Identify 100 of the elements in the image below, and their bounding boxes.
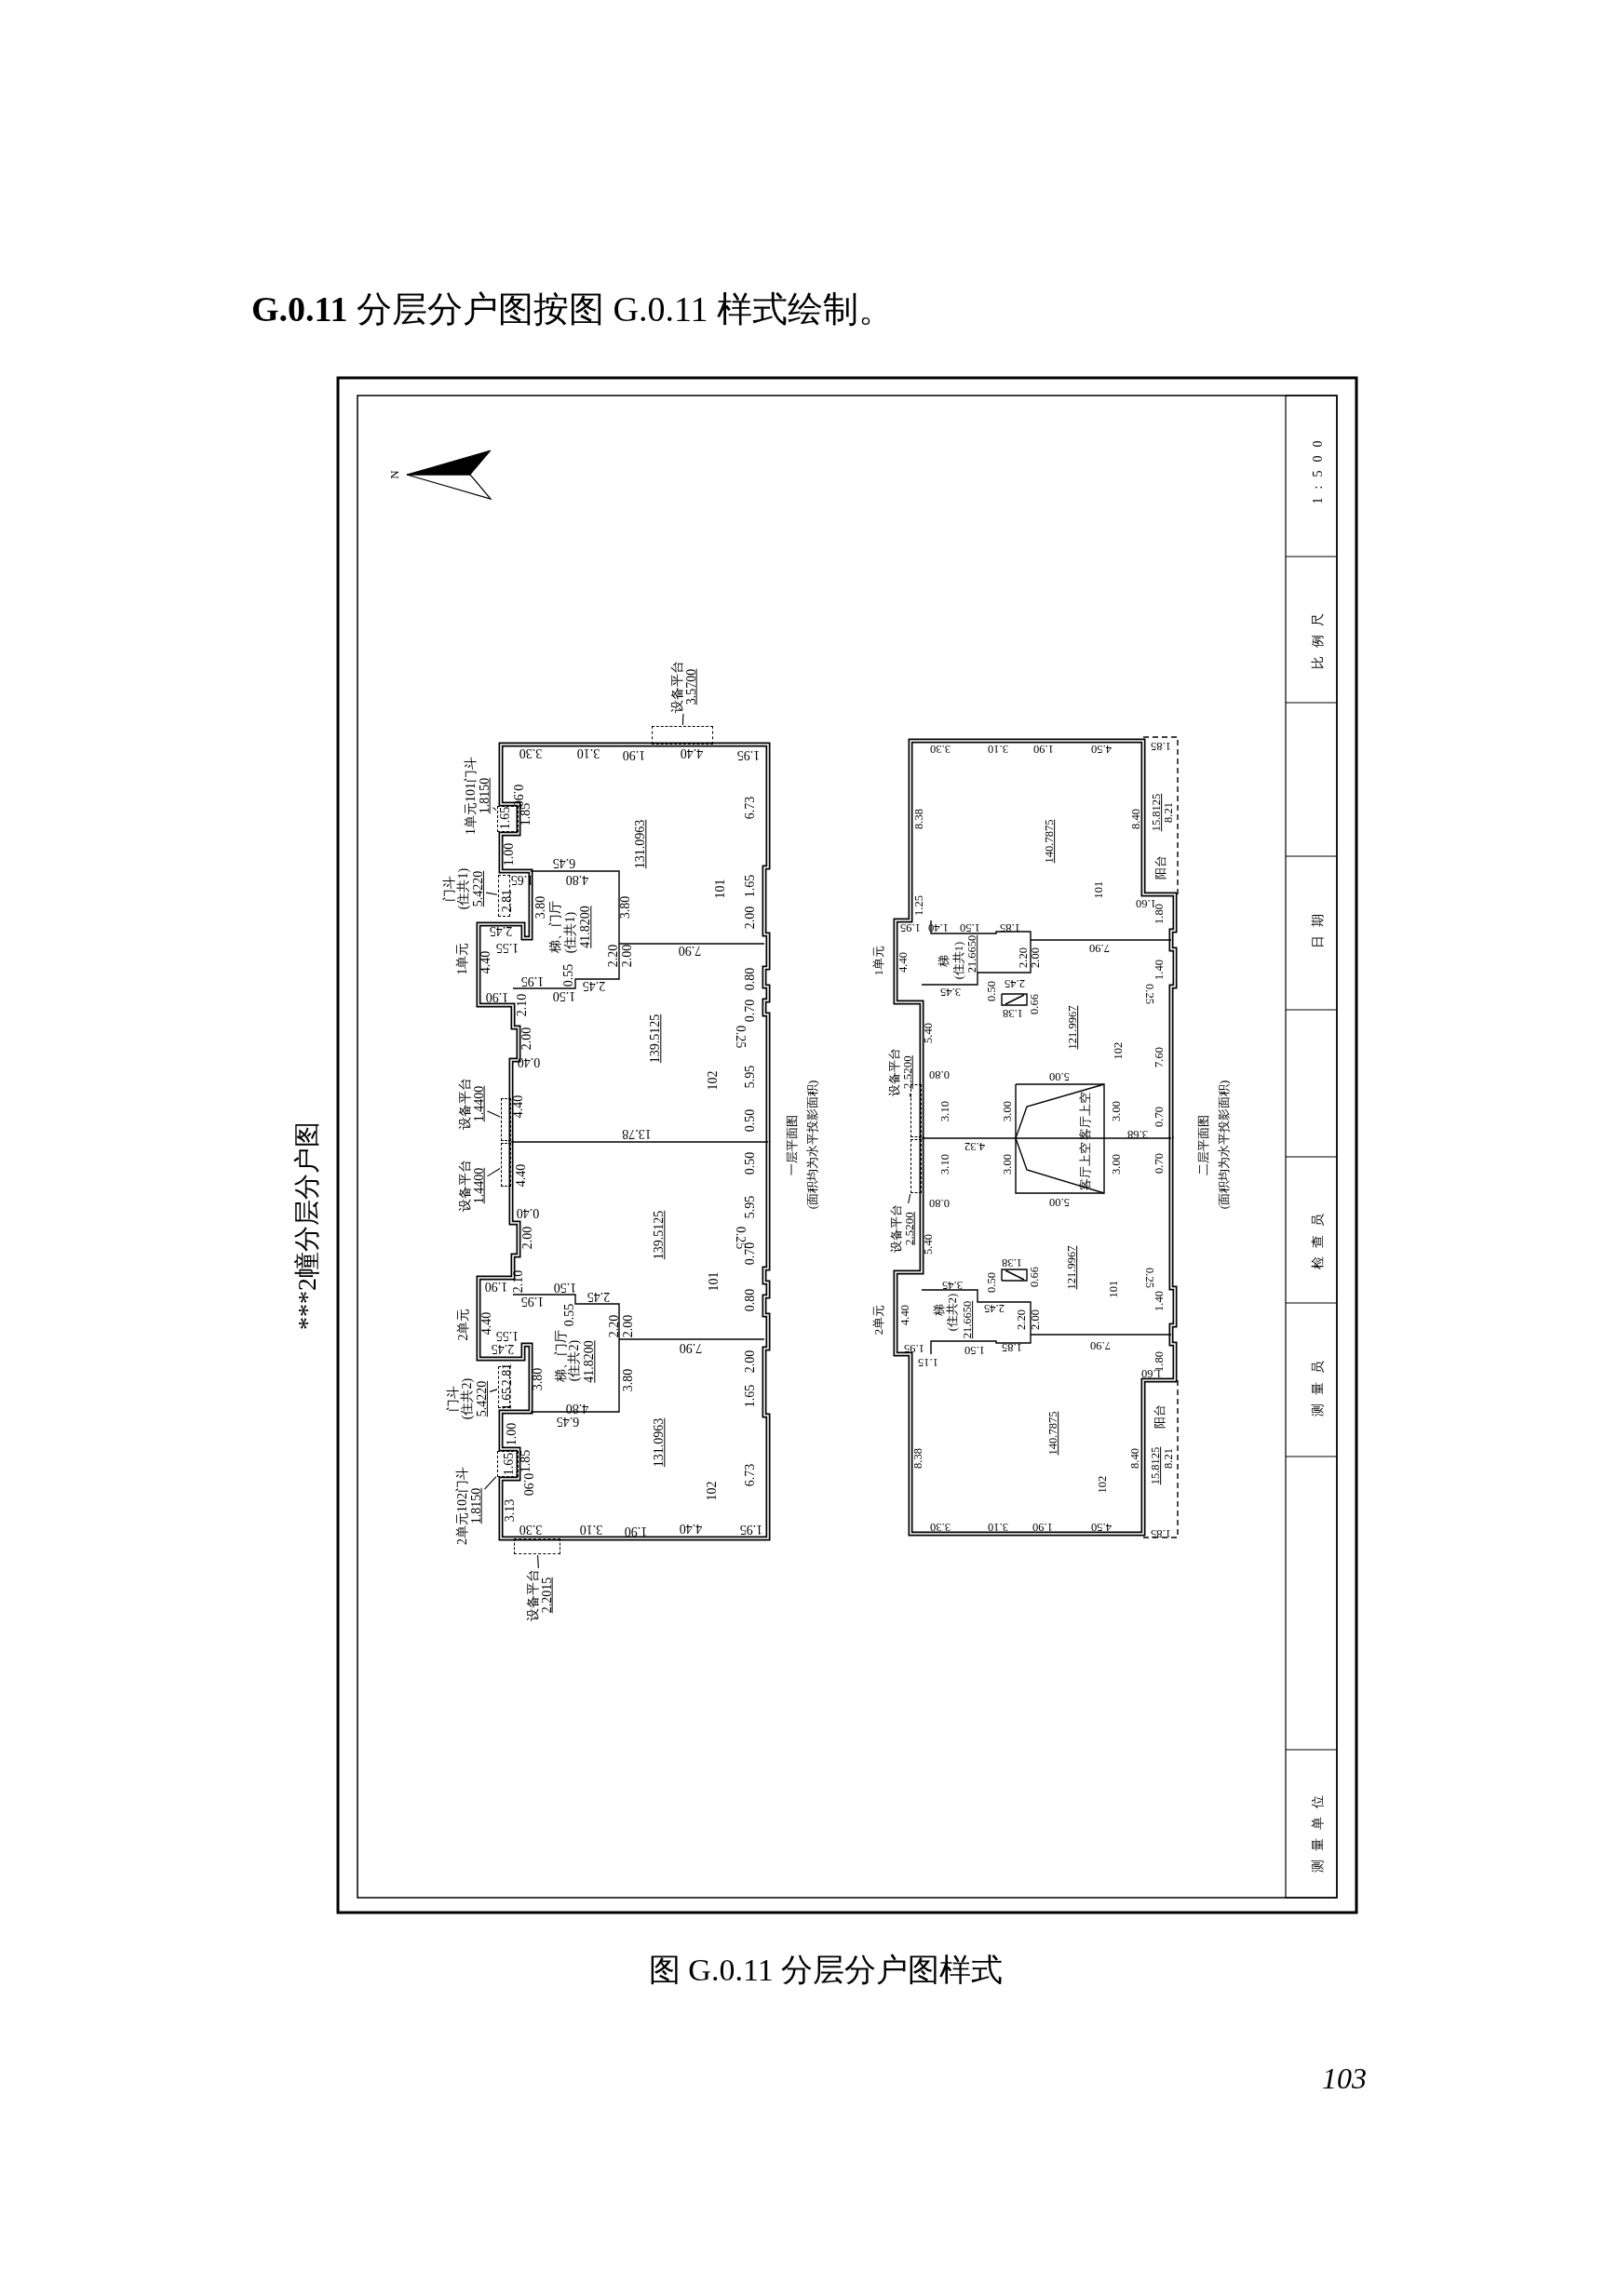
plan-title: (面积均为水平投影面积) (805, 1080, 820, 1210)
room-label: (住共2) (947, 1293, 960, 1332)
dimension-text: 7.90 (1090, 1338, 1111, 1351)
room-number: 102 (1113, 1041, 1126, 1060)
leader-line (681, 713, 684, 726)
dimension-text: 2.20 (606, 944, 621, 968)
title-block-label: 日期 (1311, 906, 1326, 948)
dimension-text: 0.55 (562, 1303, 577, 1327)
title-block-label: 检查员 (1311, 1204, 1326, 1269)
dimension-text: 1.60 (1136, 896, 1156, 909)
area-value: 139.5125 (652, 1210, 667, 1260)
room-number: 102 (706, 1070, 721, 1091)
dimension-text: 2.00 (1030, 947, 1043, 968)
dimension-text: 3.45 (940, 985, 961, 998)
dimension-text: 3.30 (519, 745, 543, 760)
room-number: 101 (713, 879, 728, 899)
dimension-text: 8.21 (1163, 1448, 1176, 1469)
dimension-text: 1.65 (502, 1452, 517, 1476)
dimension-text: 2.00 (743, 1349, 758, 1374)
dimension-text: 5.40 (923, 1023, 936, 1043)
room-number: 101 (1093, 880, 1106, 899)
dimension-text: 0.50 (986, 981, 999, 1001)
dimension-text: 5.95 (743, 1065, 758, 1089)
room-label: 1单元 (455, 942, 470, 975)
dimension-text: 1.15 (918, 1355, 938, 1368)
area-value: 131.0963 (633, 819, 648, 869)
dimension-text: 1.90 (1032, 1520, 1053, 1533)
dimension-text: 1.95 (520, 1294, 545, 1309)
dimension-text: 0.66 (1029, 1267, 1042, 1287)
leader-line (483, 1476, 497, 1490)
dimension-text: 0.25 (733, 1025, 748, 1049)
dimension-text: 0.70 (1153, 1107, 1167, 1127)
dimension-text: 3.10 (579, 1522, 603, 1537)
dimension-text: 2.45 (1005, 976, 1025, 989)
dimension-text: 1.40 (1153, 960, 1167, 980)
leader-label: 设备平台 1.4400 (457, 1160, 487, 1212)
dimension-text: 2.00 (620, 944, 635, 968)
dimension-text: 2.10 (515, 993, 530, 1017)
dimension-text: 1.85 (1002, 1340, 1022, 1353)
dimension-text: 0.50 (743, 1151, 758, 1175)
room-number: 101 (1108, 1280, 1121, 1298)
dimension-text: 6.45 (552, 855, 576, 870)
dimension-text: 4.40 (680, 745, 704, 760)
leader-label: 设备平台 3.5700 (669, 661, 699, 713)
dimension-text: 5.00 (1049, 1195, 1070, 1208)
leader-label: 设备平台 1.4400 (457, 1078, 487, 1130)
dimension-text: 7.90 (679, 1340, 703, 1355)
dimension-text: 3.00 (1111, 1101, 1124, 1121)
dimension-text: 2.45 (587, 1289, 611, 1304)
dimension-text: 0.90 (520, 1472, 535, 1497)
dimension-text: 1.40 (1153, 1291, 1167, 1311)
dimension-text: 8.38 (913, 809, 926, 829)
plan-title: (面积均为水平投影面积) (1217, 1080, 1232, 1210)
dimension-text: 1.90 (622, 747, 646, 762)
dimension-text: 3.00 (1002, 1154, 1015, 1175)
dimension-text: 3.10 (939, 1101, 952, 1121)
room-label: (住共2) (567, 1339, 582, 1382)
dimension-text: 0.80 (743, 1288, 758, 1312)
room-label: 梯、门厅 (548, 901, 563, 953)
dimension-text: 13.78 (622, 1126, 652, 1141)
leader-label: 1单元101门斗 1.8150 (463, 757, 492, 835)
dimension-text: 6.45 (556, 1414, 580, 1429)
leader-line (485, 892, 498, 895)
dimension-text: 5.40 (923, 1234, 936, 1255)
dimension-text: 1.65 (743, 874, 758, 898)
dashed-area-outline (497, 806, 519, 832)
room-label: (住共1) (953, 941, 966, 980)
dimension-text: 8.40 (1130, 809, 1143, 829)
room-label: 1单元 (873, 945, 886, 976)
dimension-text: 3.10 (988, 742, 1008, 755)
dimension-text: 2.45 (491, 1341, 515, 1356)
dimension-text: 1.95 (739, 1522, 763, 1537)
dimension-text: 1.50 (960, 920, 980, 933)
dimension-text: 3.00 (1002, 1101, 1015, 1121)
dimension-text: 2.10 (511, 1269, 526, 1294)
area-value: 21.6650 (966, 934, 979, 973)
dimension-text: 4.40 (479, 950, 493, 974)
area-value: 21.6650 (962, 1300, 975, 1339)
dimension-text: 2.81 (500, 889, 515, 913)
dashed-area-outline (652, 726, 713, 745)
dimension-text: 1.50 (964, 1343, 985, 1356)
area-value: 121.9967 (1067, 1005, 1080, 1050)
dimension-text: 1.38 (1003, 1006, 1023, 1019)
dimension-text: 3.00 (1111, 1154, 1124, 1175)
room-label: 梯 (938, 954, 951, 967)
dashed-area-outline (498, 875, 510, 917)
dimension-text: 1.90 (484, 1279, 508, 1294)
dimension-text: 1.25 (913, 895, 926, 916)
dimension-text: 2.00 (621, 1314, 636, 1338)
area-value: 15.8125 (1150, 1446, 1163, 1485)
leader-label: 设备平台 2.5200 (889, 1204, 917, 1253)
dimension-text: 0.40 (516, 1205, 540, 1220)
leader-line (908, 1193, 911, 1204)
dimension-text: 0.50 (743, 1108, 758, 1133)
dimension-text: 2.00 (520, 1226, 535, 1250)
dimension-text: 4.40 (679, 1521, 703, 1536)
dimension-text: 3.68 (1127, 1127, 1148, 1140)
dimension-text: 2.00 (1030, 1309, 1043, 1330)
dimension-text: 0.50 (986, 1272, 999, 1293)
area-value: 140.7875 (1047, 1411, 1060, 1456)
